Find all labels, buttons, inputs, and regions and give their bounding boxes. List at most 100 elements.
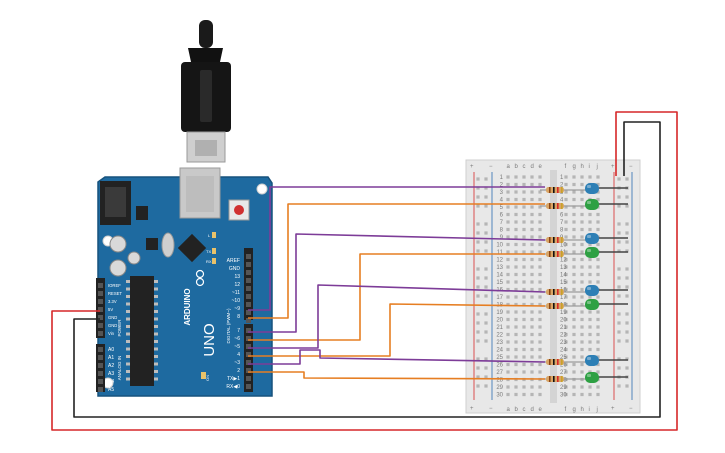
led-blue[interactable] xyxy=(570,233,628,244)
breadboard-hole[interactable] xyxy=(506,317,510,322)
wire-pin2-orange[interactable] xyxy=(248,371,546,380)
breadboard-hole[interactable] xyxy=(538,325,542,329)
breadboard-hole[interactable] xyxy=(506,250,510,254)
breadboard-hole[interactable] xyxy=(564,212,568,217)
digital-header-pin[interactable] xyxy=(246,286,251,291)
power-header-pin[interactable] xyxy=(98,315,103,320)
breadboard-hole[interactable] xyxy=(538,385,542,389)
breadboard-hole[interactable] xyxy=(538,257,542,262)
digital-header-pin[interactable] xyxy=(246,344,251,349)
resistor[interactable] xyxy=(540,187,570,193)
rail-hole[interactable] xyxy=(617,204,621,208)
breadboard-hole[interactable] xyxy=(564,332,568,337)
rail-hole[interactable] xyxy=(476,231,480,235)
breadboard-hole[interactable] xyxy=(588,220,592,224)
led-blue[interactable] xyxy=(570,355,628,366)
rail-hole[interactable] xyxy=(476,384,480,388)
breadboard-hole[interactable] xyxy=(522,325,526,329)
breadboard-hole[interactable] xyxy=(596,362,600,367)
breadboard-hole[interactable] xyxy=(572,190,576,194)
breadboard-hole[interactable] xyxy=(572,227,576,232)
breadboard-hole[interactable] xyxy=(530,287,534,292)
breadboard-hole[interactable] xyxy=(564,385,568,389)
breadboard-hole[interactable] xyxy=(530,205,534,209)
breadboard-hole[interactable] xyxy=(564,325,568,329)
rail-hole[interactable] xyxy=(484,276,488,280)
breadboard-hole[interactable] xyxy=(580,280,584,284)
breadboard-hole[interactable] xyxy=(514,295,518,299)
breadboard-hole[interactable] xyxy=(564,190,568,194)
breadboard-hole[interactable] xyxy=(596,325,600,329)
rail-hole[interactable] xyxy=(484,240,488,244)
breadboard-hole[interactable] xyxy=(514,272,518,277)
rail-hole[interactable] xyxy=(484,231,488,235)
led-green[interactable] xyxy=(570,372,628,383)
rail-hole[interactable] xyxy=(617,366,621,370)
breadboard-hole[interactable] xyxy=(530,295,534,299)
breadboard-hole[interactable] xyxy=(580,220,584,224)
breadboard-hole[interactable] xyxy=(580,242,584,247)
breadboard-hole[interactable] xyxy=(514,227,518,232)
breadboard-hole[interactable] xyxy=(514,370,518,374)
breadboard-hole[interactable] xyxy=(530,370,534,374)
rail-hole[interactable] xyxy=(484,357,488,361)
digital-header-pin[interactable] xyxy=(246,270,251,275)
wire-5v-red[interactable] xyxy=(51,111,678,431)
breadboard-hole[interactable] xyxy=(522,385,526,389)
breadboard-hole[interactable] xyxy=(564,295,568,299)
digital-header-pin[interactable] xyxy=(246,318,251,323)
breadboard-hole[interactable] xyxy=(522,190,526,194)
rail-hole[interactable] xyxy=(625,294,629,298)
breadboard-hole[interactable] xyxy=(522,250,526,254)
breadboard-hole[interactable] xyxy=(588,257,592,262)
breadboard-hole[interactable] xyxy=(588,295,592,299)
rail-hole[interactable] xyxy=(625,276,629,280)
breadboard-hole[interactable] xyxy=(564,227,568,232)
breadboard-hole[interactable] xyxy=(522,310,526,314)
breadboard-hole[interactable] xyxy=(588,347,592,352)
breadboard-hole[interactable] xyxy=(596,310,600,314)
breadboard-hole[interactable] xyxy=(514,385,518,389)
breadboard-hole[interactable] xyxy=(530,317,534,322)
breadboard-hole[interactable] xyxy=(588,310,592,314)
rail-hole[interactable] xyxy=(625,339,629,343)
rail-hole[interactable] xyxy=(484,249,488,253)
breadboard-hole[interactable] xyxy=(572,310,576,314)
breadboard-hole[interactable] xyxy=(514,220,518,224)
breadboard-hole[interactable] xyxy=(572,287,576,292)
breadboard-hole[interactable] xyxy=(580,235,584,239)
rail-hole[interactable] xyxy=(476,330,480,334)
breadboard-hole[interactable] xyxy=(580,302,584,307)
breadboard-hole[interactable] xyxy=(588,227,592,232)
breadboard-hole[interactable] xyxy=(530,182,534,187)
breadboard-hole[interactable] xyxy=(506,280,510,284)
breadboard-hole[interactable] xyxy=(514,310,518,314)
breadboard-hole[interactable] xyxy=(522,175,526,179)
breadboard-hole[interactable] xyxy=(530,347,534,352)
rail-hole[interactable] xyxy=(625,321,629,325)
rail-hole[interactable] xyxy=(617,357,621,361)
breadboard-hole[interactable] xyxy=(514,280,518,284)
breadboard-hole[interactable] xyxy=(580,355,584,359)
breadboard-hole[interactable] xyxy=(530,227,534,232)
resistor[interactable] xyxy=(540,303,570,309)
rail-hole[interactable] xyxy=(617,222,621,226)
rail-hole[interactable] xyxy=(617,312,621,316)
analog-header-pin[interactable] xyxy=(98,387,103,392)
breadboard-hole[interactable] xyxy=(530,212,534,217)
breadboard-hole[interactable] xyxy=(522,280,526,284)
breadboard-hole[interactable] xyxy=(514,197,518,202)
breadboard-hole[interactable] xyxy=(522,362,526,367)
rail-hole[interactable] xyxy=(484,195,488,199)
rail-hole[interactable] xyxy=(625,312,629,316)
breadboard-hole[interactable] xyxy=(530,310,534,314)
wire-gnd-black[interactable] xyxy=(73,121,661,418)
breadboard-hole[interactable] xyxy=(514,325,518,329)
breadboard-hole[interactable] xyxy=(538,212,542,217)
breadboard-hole[interactable] xyxy=(580,265,584,269)
breadboard-hole[interactable] xyxy=(530,250,534,254)
breadboard-hole[interactable] xyxy=(596,257,600,262)
breadboard-hole[interactable] xyxy=(506,302,510,307)
breadboard-hole[interactable] xyxy=(530,302,534,307)
rail-hole[interactable] xyxy=(625,357,629,361)
